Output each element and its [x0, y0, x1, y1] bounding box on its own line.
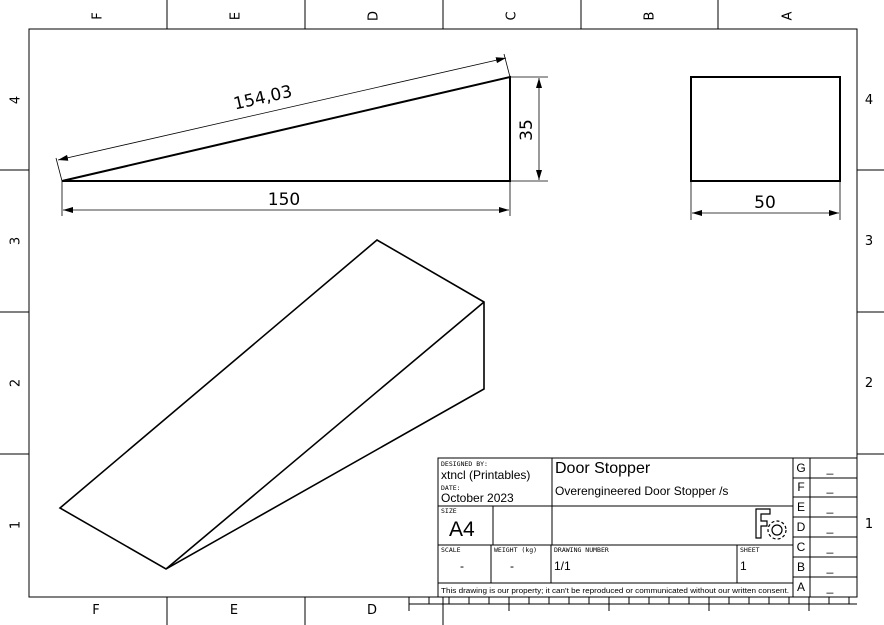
revision-letter: D — [797, 520, 806, 534]
revision-letter: G — [796, 461, 805, 475]
revision-value: _ — [826, 580, 834, 594]
drawing-title: Door Stopper — [555, 460, 651, 477]
row-label-left-3: 3 — [9, 237, 24, 245]
date-label: DATE: — [441, 484, 461, 492]
col-label-bottom-f: F — [92, 603, 99, 618]
drawing-number-value: 1/1 — [554, 559, 571, 573]
side-view: 154,03 150 35 — [55, 53, 548, 216]
revision-value: _ — [826, 500, 834, 514]
col-label-top-c: C — [505, 11, 520, 20]
row-label-left-1: 1 — [9, 521, 24, 529]
col-label-bottom-e: E — [230, 603, 238, 618]
revision-letter: F — [797, 480, 804, 494]
row-label-right-4: 4 — [865, 93, 873, 108]
col-label-top-b: B — [643, 12, 658, 21]
revision-value: _ — [826, 560, 834, 574]
length-dimension-label: 150 — [268, 190, 300, 210]
row-label-right-1: 1 — [865, 517, 873, 532]
weight-label: WEIGHT (kg) — [494, 546, 537, 554]
drawing-number-label: DRAWING NUMBER — [554, 546, 609, 554]
size-label: SIZE — [441, 507, 457, 515]
designer-value: xtncl (Printables) — [441, 468, 530, 482]
revision-table: G F E D C B A _ _ _ _ _ _ _ — [796, 461, 833, 594]
row-label-right-2: 2 — [865, 376, 873, 391]
designed-by-label: DESIGNED BY: — [441, 460, 488, 468]
col-label-top-a: A — [781, 11, 796, 20]
revision-letter: C — [797, 540, 806, 554]
row-label-right-3: 3 — [865, 234, 873, 249]
bottom-ruler — [408, 596, 857, 611]
row-label-left-4: 4 — [9, 96, 24, 104]
size-value: A4 — [449, 518, 475, 541]
isometric-wedge-edge — [165, 301, 485, 570]
revision-letter: E — [797, 500, 805, 514]
sheet-label: SHEET — [740, 546, 760, 554]
revision-letter: A — [797, 580, 805, 594]
sheet-value: 1 — [740, 559, 747, 573]
scale-label: SCALE — [441, 546, 461, 554]
col-label-top-d: D — [367, 11, 382, 21]
date-value: October 2023 — [441, 491, 514, 505]
col-label-top-e: E — [229, 12, 244, 20]
disclaimer-text: This drawing is our property; it can't b… — [441, 588, 789, 595]
height-dimension — [510, 76, 548, 182]
drawing-subtitle: Overengineered Door Stopper /s — [555, 484, 728, 498]
col-label-top-f: F — [91, 12, 106, 19]
revision-value: _ — [826, 540, 834, 554]
revision-letter: B — [797, 560, 805, 574]
revision-value: _ — [826, 461, 834, 475]
end-view: 50 — [690, 76, 841, 220]
end-view-outline — [690, 76, 841, 182]
col-label-bottom-d: D — [367, 603, 377, 618]
width-dimension-label: 50 — [754, 193, 776, 213]
isometric-wedge-outline — [58, 239, 485, 570]
row-label-left-2: 2 — [9, 379, 24, 387]
hypotenuse-dimension-label: 154,03 — [232, 82, 294, 115]
length-dimension — [61, 181, 511, 216]
zone-labels: F E D C B A F E D 4 3 2 1 4 3 2 1 — [9, 11, 874, 618]
weight-value: - — [510, 559, 514, 573]
revision-value: _ — [826, 520, 834, 534]
title-block: DESIGNED BY: xtncl (Printables) DATE: Oc… — [408, 457, 858, 611]
height-dimension-label: 35 — [517, 119, 537, 141]
revision-value: _ — [826, 480, 834, 494]
freecad-logo-icon — [755, 508, 787, 540]
hypotenuse-dimension — [55, 53, 511, 182]
width-dimension — [690, 181, 841, 220]
isometric-view — [58, 239, 485, 570]
scale-value: - — [460, 559, 464, 573]
